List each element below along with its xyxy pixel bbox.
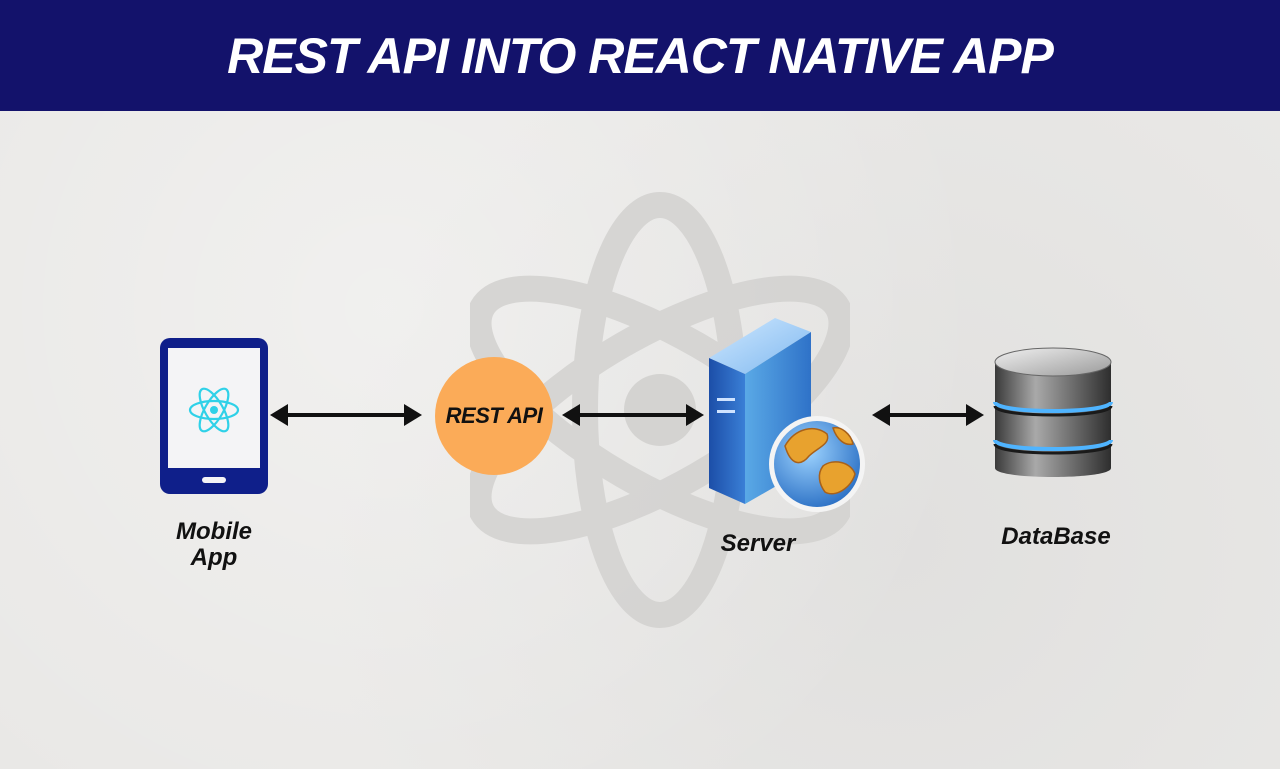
rest-api-label: REST API [445, 403, 543, 428]
mobile-label-line1: Mobile [176, 518, 252, 545]
mobile-label-line2: App [190, 544, 238, 571]
mobile-app-label: Mobile App [158, 519, 270, 571]
header-bar: REST API INTO REACT NATIVE APP [0, 0, 1280, 111]
arrow-server-database [872, 400, 984, 430]
rest-api-node: REST API [435, 357, 553, 475]
database-label: DataBase [1001, 523, 1111, 550]
arrow-mobile-api [270, 400, 422, 430]
server-label: Server [720, 530, 796, 557]
page-title: REST API INTO REACT NATIVE APP [227, 27, 1054, 84]
phone-react-icon [158, 336, 270, 496]
database-icon [990, 344, 1116, 486]
server-globe-icon [705, 316, 870, 516]
arrow-api-server [562, 400, 704, 430]
